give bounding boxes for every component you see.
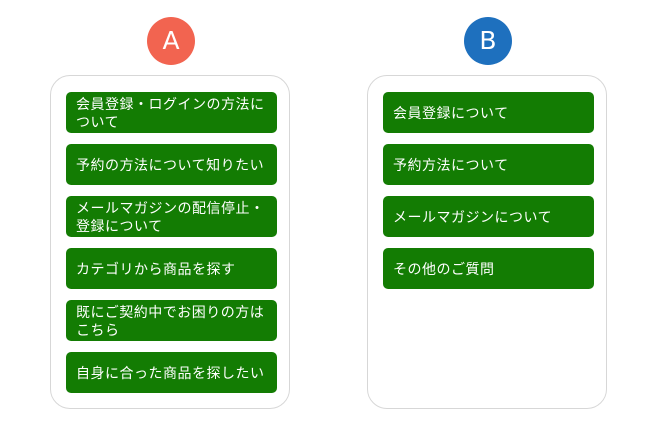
variant-b-panel: 会員登録について 予約方法について メールマガジンについて その他のご質問: [367, 75, 607, 409]
variant-a-badge: A: [147, 17, 195, 65]
button-label: メールマガジンの配信停止・登録について: [76, 200, 265, 235]
membership-login-button[interactable]: 会員登録・ログインの方法について: [66, 92, 277, 133]
newsletter-button[interactable]: メールマガジンの配信停止・登録について: [66, 196, 277, 237]
other-questions-button[interactable]: その他のご質問: [383, 248, 594, 289]
button-label: 既にご契約中でお困りの方はこちら: [76, 304, 265, 339]
button-label: 会員登録について: [393, 105, 509, 122]
reservation-button[interactable]: 予約方法について: [383, 144, 594, 185]
membership-button[interactable]: 会員登録について: [383, 92, 594, 133]
button-label: 予約の方法について知りたい: [76, 157, 265, 174]
variant-a-panel: 会員登録・ログインの方法について 予約の方法について知りたい メールマガジンの配…: [50, 75, 290, 409]
variant-b-badge: B: [464, 17, 512, 65]
existing-contract-help-button[interactable]: 既にご契約中でお困りの方はこちら: [66, 300, 277, 341]
newsletter-button[interactable]: メールマガジンについて: [383, 196, 594, 237]
button-label: カテゴリから商品を探す: [76, 261, 236, 278]
find-matching-product-button[interactable]: 自身に合った商品を探したい: [66, 352, 277, 393]
button-label: 自身に合った商品を探したい: [76, 365, 265, 382]
button-label: 会員登録・ログインの方法について: [76, 96, 265, 131]
browse-categories-button[interactable]: カテゴリから商品を探す: [66, 248, 277, 289]
button-label: その他のご質問: [393, 261, 495, 278]
reservation-method-button[interactable]: 予約の方法について知りたい: [66, 144, 277, 185]
button-label: 予約方法について: [393, 157, 509, 174]
button-label: メールマガジンについて: [393, 209, 553, 226]
